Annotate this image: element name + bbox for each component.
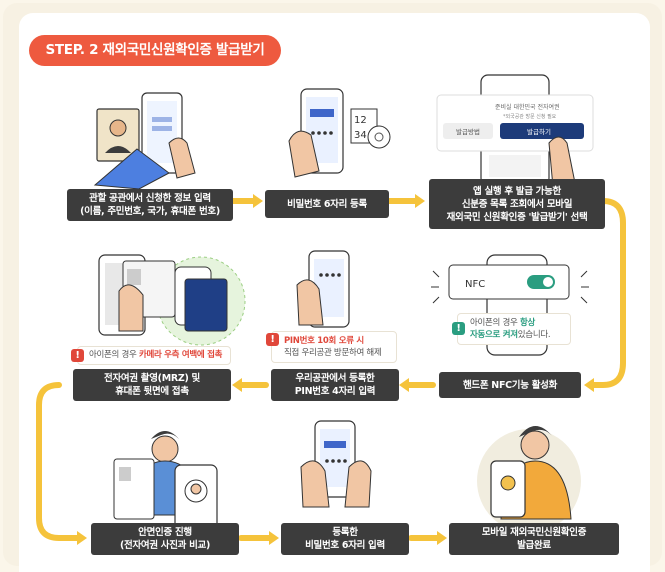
step-1-line-2: (이름, 주민번호, 국가, 휴대폰 번호) [80, 206, 220, 217]
step-3-box: 앱 실행 후 발급 가능한 신분증 목록 조회에서 모바일 재외국민 신원확인증… [429, 179, 605, 229]
step-5-box: 우리공관에서 등록한 PIN번호 4자리 입력 [271, 369, 399, 401]
page-frame: STEP. 2 재외국민신원확인증 발급받기 [3, 3, 662, 572]
camera-note-emphasis: 카메라 우측 여백에 접촉 [138, 350, 223, 360]
nfc-note-emphasis: 항상 [519, 318, 535, 328]
step-7-line-2: (전자여권 사진과 비교) [119, 540, 211, 551]
illustration-password: 12 34 [288, 88, 391, 178]
illustration-complete [477, 426, 581, 533]
warning-icon: ! [71, 349, 84, 362]
issuer-line: 준비실 대한민국 전자여권 [495, 103, 560, 111]
illustration-password-confirm [300, 420, 372, 508]
step-6-line-1: 전자여권 촬영(MRZ) 및 [104, 373, 200, 384]
info-icon: ! [452, 322, 465, 335]
step-3-line-1: 앱 실행 후 발급 가능한 [473, 185, 561, 197]
step-9-box: 모바일 재외국민신원확인증 발급완료 [449, 523, 619, 555]
arrow-3-4 [589, 198, 626, 388]
step-3-line-3: 재외국민 신원확인증 '발급받기' 선택 [446, 211, 588, 223]
sleeve [93, 148, 170, 190]
nfc-label: NFC [465, 279, 485, 290]
pin-note-line-1: PIN번호 10회 오류 시 [284, 336, 364, 346]
svg-text:발급방법: 발급방법 [456, 127, 480, 136]
step-8-line-2: 비밀번호 6자리 입력 [305, 540, 385, 551]
step-2-box: 비밀번호 6자리 등록 [265, 190, 389, 218]
step-1-box: 관할 공관에서 신청한 정보 입력 (이름, 주민번호, 국가, 휴대폰 번호) [67, 189, 233, 221]
illustration-app-select: 준비실 대한민국 전자여권 *외국공관 방문 신청 필요 발급방법 발급하기 [436, 74, 594, 188]
content-panel: STEP. 2 재외국민신원확인증 발급받기 [19, 13, 650, 572]
step-5-line-2: PIN번호 4자리 입력 [294, 386, 376, 397]
camera-note-line: 아이폰의 경우 카메라 우측 여백에 접촉 [78, 347, 230, 361]
nfc-note: ! 아이폰의 경우 항상 자동으로 켜져있습니다. [452, 313, 571, 345]
step-4-line-1: 핸드폰 NFC기능 활성화 [462, 379, 558, 391]
step-6-box: 전자여권 촬영(MRZ) 및 휴대폰 뒷면에 접촉 [73, 369, 231, 401]
nfc-note-text: 아이폰의 경우 [470, 318, 520, 328]
step-9-line-1: 모바일 재외국민신원확인증 [481, 527, 587, 538]
camera-note: ! 아이폰의 경우 카메라 우측 여백에 접촉 [71, 346, 231, 365]
step-3-line-2: 신분증 목록 조회에서 모바일 [461, 198, 573, 210]
nfc-note-text-2: 있습니다. [517, 330, 551, 340]
illustration-info-input [93, 92, 196, 190]
step-8-box: 등록한 비밀번호 6자리 입력 [281, 523, 409, 555]
step-8-line-1: 등록한 [332, 527, 358, 538]
nfc-note-line-1: 아이폰의 경우 항상 [458, 314, 570, 329]
screen-note: *외국공관 방문 신청 필요 [503, 113, 557, 120]
pin-digits-1: 12 [354, 115, 367, 126]
illustration-passport [98, 254, 246, 346]
step-4-box: 핸드폰 NFC기능 활성화 [439, 372, 581, 398]
nfc-note-line-2: 자동으로 켜져있습니다. [458, 329, 570, 341]
svg-text:발급하기: 발급하기 [527, 127, 551, 136]
pin-digits-2: 34 [354, 130, 367, 141]
step-9-line-2: 발급완료 [517, 540, 551, 551]
step-5-line-1: 우리공관에서 등록한 [295, 373, 375, 384]
step-7-line-1: 안면인증 진행 [138, 527, 192, 538]
hand [168, 137, 196, 179]
flow-illustration: 12 34 준비실 대한민국 전자여권 *외국공관 방문 신청 필요 발급방법 … [36, 74, 626, 545]
pin-warning-note: ! PIN번호 10회 오류 시 직접 우리공관 방문하여 해제 [266, 331, 397, 363]
pin-note-line-2: 직접 우리공관 방문하여 해제 [284, 348, 382, 358]
step-1-line-1: 관할 공관에서 신청한 정보 입력 [89, 193, 211, 204]
illustration-face-auth [113, 431, 218, 530]
arrow-heads [77, 194, 594, 545]
illustration-pin [296, 250, 350, 328]
nfc-note-emphasis-2: 자동으로 켜져 [470, 330, 518, 340]
flow-arrows [36, 198, 626, 541]
step-7-box: 안면인증 진행 (전자여권 사진과 비교) [91, 523, 239, 555]
step-title-badge: STEP. 2 재외국민신원확인증 발급받기 [29, 35, 281, 66]
step-6-line-2: 휴대폰 뒷면에 접촉 [115, 386, 189, 397]
arrow-6-7 [36, 382, 82, 541]
warning-icon: ! [266, 333, 279, 346]
camera-note-text: 아이폰의 경우 [89, 350, 139, 360]
step-2-line-1: 비밀번호 6자리 등록 [287, 198, 367, 210]
